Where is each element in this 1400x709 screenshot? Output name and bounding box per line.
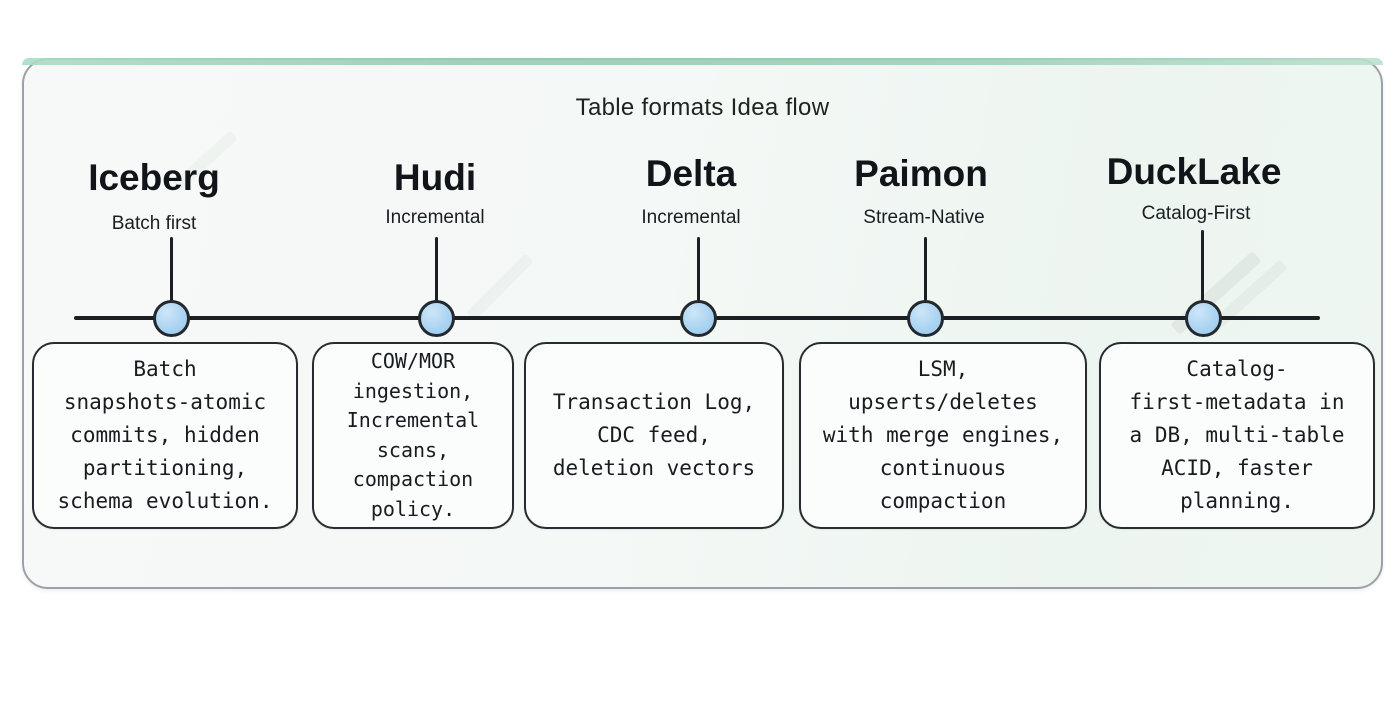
description-text-hudi: COW/MOR ingestion, Incremental scans, co… (346, 349, 480, 521)
format-name-paimon: Paimon (854, 153, 988, 194)
format-subtitle-hudi: Incremental (385, 207, 485, 228)
connector-stem-paimon (924, 237, 927, 318)
format-subtitle-paimon: Stream-Native (863, 207, 985, 228)
description-text-iceberg: Batch snapshots-atomic commits, hidden p… (57, 357, 273, 513)
description-box-iceberg: Batch snapshots-atomic commits, hidden p… (32, 342, 298, 529)
card-top-accent (22, 58, 1383, 65)
description-box-ducklake: Catalog- first-metadata in a DB, multi-t… (1099, 342, 1375, 529)
timeline-node-paimon (907, 300, 944, 337)
description-text-paimon: LSM, upserts/deletes with merge engines,… (822, 357, 1064, 513)
idea-flow-card: Table formats Idea flow Iceberg Batch fi… (22, 58, 1383, 589)
description-box-paimon: LSM, upserts/deletes with merge engines,… (799, 342, 1087, 529)
connector-stem-delta (697, 237, 700, 318)
diagram-title: Table formats Idea flow (575, 94, 830, 121)
format-subtitle-delta: Incremental (641, 207, 741, 228)
description-box-delta: Transaction Log, CDC feed, deletion vect… (524, 342, 784, 529)
format-subtitle-iceberg: Batch first (111, 213, 197, 234)
format-subtitle-ducklake: Catalog-First (1141, 203, 1251, 224)
description-text-delta: Transaction Log, CDC feed, deletion vect… (552, 390, 756, 480)
connector-stem-iceberg (170, 237, 173, 318)
format-name-ducklake: DuckLake (1106, 151, 1282, 192)
timeline-node-iceberg (153, 300, 190, 337)
timeline-node-delta (680, 300, 717, 337)
format-name-iceberg: Iceberg (88, 157, 220, 198)
format-name-delta: Delta (645, 153, 737, 194)
description-box-hudi: COW/MOR ingestion, Incremental scans, co… (312, 342, 514, 529)
description-text-ducklake: Catalog- first-metadata in a DB, multi-t… (1129, 357, 1345, 513)
format-name-hudi: Hudi (393, 157, 477, 198)
timeline-node-hudi (418, 300, 455, 337)
connector-stem-ducklake (1201, 230, 1204, 318)
timeline-node-ducklake (1185, 300, 1222, 337)
connector-stem-hudi (435, 237, 438, 318)
watermark-stroke (466, 253, 534, 321)
